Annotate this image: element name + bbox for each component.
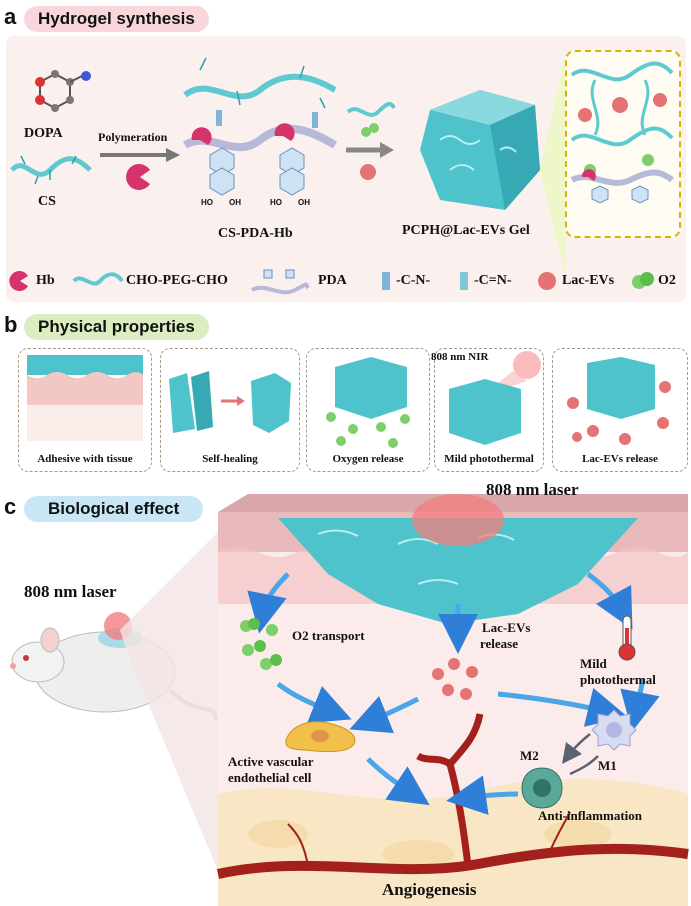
zoom-wedge-icon	[540, 52, 566, 278]
pda-icon	[250, 269, 310, 295]
legend-hb-label: Hb	[36, 273, 55, 288]
thermometer-icon	[618, 615, 636, 661]
legend-c-eq-n-label: -C=N-	[474, 273, 512, 288]
zoom-inset-network-icon	[570, 61, 674, 204]
oxygen-icon	[632, 272, 654, 289]
oh-label-2: OH	[298, 198, 310, 207]
active-cell-label-1: Active vascular	[228, 754, 314, 769]
m1-label: M1	[598, 758, 617, 773]
property-box-oxygen: Oxygen release	[306, 348, 430, 472]
cs-pda-hb-label: CS-PDA-Hb	[218, 226, 293, 241]
ho-label-1: HO	[201, 198, 213, 207]
property-caption-ev-release: Lac-EVs release	[582, 453, 658, 465]
mild-photothermal-label-2: photothermal	[580, 672, 656, 687]
property-box-photothermal: 808 nm NIR Mild photothermal	[431, 348, 544, 472]
m2-macrophage-icon	[521, 767, 563, 809]
property-box-ev-release: Lac-EVs release	[552, 348, 688, 472]
legend-peg-label: CHO-PEG-CHO	[126, 273, 228, 288]
cs-pda-hb-structure-icon	[182, 57, 338, 196]
self-healing-icon	[169, 371, 291, 433]
laser-top-label: 808 nm laser	[486, 480, 579, 499]
tissue-layers-icon	[27, 355, 143, 441]
c-eq-n-bond-icon	[460, 272, 468, 290]
property-caption-adhesive: Adhesive with tissue	[37, 453, 133, 465]
anti-inflammation-label: Anti-inflammation	[538, 808, 642, 823]
additives-icon	[346, 101, 396, 180]
m1-macrophage-icon	[591, 709, 637, 751]
ev-release-icon	[567, 357, 671, 445]
legend-pda-label: PDA	[318, 273, 347, 288]
dopa-molecule-icon	[35, 70, 91, 112]
endothelial-cell-icon	[285, 721, 356, 753]
skin-zoom-wedge-icon	[120, 520, 230, 900]
o2-transport-label: O2 transport	[292, 628, 365, 643]
property-caption-photothermal: Mild photothermal	[444, 453, 534, 465]
property-caption-oxygen: Oxygen release	[332, 453, 404, 465]
cs-chain-icon	[10, 155, 92, 185]
oxygen-cluster-icon	[240, 618, 282, 670]
dopa-label: DOPA	[24, 126, 63, 141]
panel-a-letter: a	[4, 4, 17, 29]
cn-bond-icon	[382, 272, 390, 290]
process-arrows-icon	[247, 572, 660, 815]
property-box-self-healing: Self-healing	[160, 348, 300, 472]
ho-label-2: HO	[270, 198, 282, 207]
legend-cn-label: -C-N-	[396, 273, 431, 288]
ev-icon	[538, 272, 556, 290]
panel-c-letter: c	[4, 494, 17, 519]
nir-label: 808 nm NIR	[431, 351, 489, 363]
mild-photothermal-label-1: Mild	[580, 656, 607, 671]
legend-row: Hb CHO-PEG-CHO PDA -C-N- -C=N- Lac-EVs O…	[6, 264, 686, 300]
legend-o2-label: O2	[658, 273, 676, 288]
property-box-adhesive: Adhesive with tissue	[18, 348, 152, 472]
hb-icon	[126, 164, 150, 190]
legend-ev-label: Lac-EVs	[562, 273, 615, 288]
lac-evs-release-label-2: release	[480, 636, 519, 651]
m2-label: M2	[520, 748, 539, 763]
panel-c-title: Biological effect	[24, 496, 204, 522]
gel-label: PCPH@Lac-EVs Gel	[402, 223, 530, 238]
panel-a-title: Hydrogel synthesis	[24, 6, 209, 32]
gel-cube-icon	[420, 90, 540, 210]
active-cell-label-2: endothelial cell	[228, 770, 312, 785]
cs-label: CS	[38, 194, 56, 209]
oxygen-release-icon	[326, 357, 410, 448]
lac-evs-release-label-1: Lac-EVs	[482, 620, 531, 635]
polymeration-label: Polymeration	[98, 130, 168, 144]
panel-b-letter: b	[4, 312, 18, 337]
property-caption-self-healing: Self-healing	[202, 453, 258, 465]
oh-label-1: OH	[229, 198, 241, 207]
ev-cluster-icon	[432, 658, 478, 700]
angiogenesis-label: Angiogenesis	[382, 880, 477, 899]
peg-chain-icon	[72, 272, 124, 286]
laser-left-label: 808 nm laser	[24, 582, 117, 601]
hb-icon	[9, 271, 29, 291]
polymeration-arrow-icon	[100, 148, 180, 162]
panel-b-title: Physical properties	[24, 314, 209, 340]
nir-gel-icon	[449, 351, 541, 445]
